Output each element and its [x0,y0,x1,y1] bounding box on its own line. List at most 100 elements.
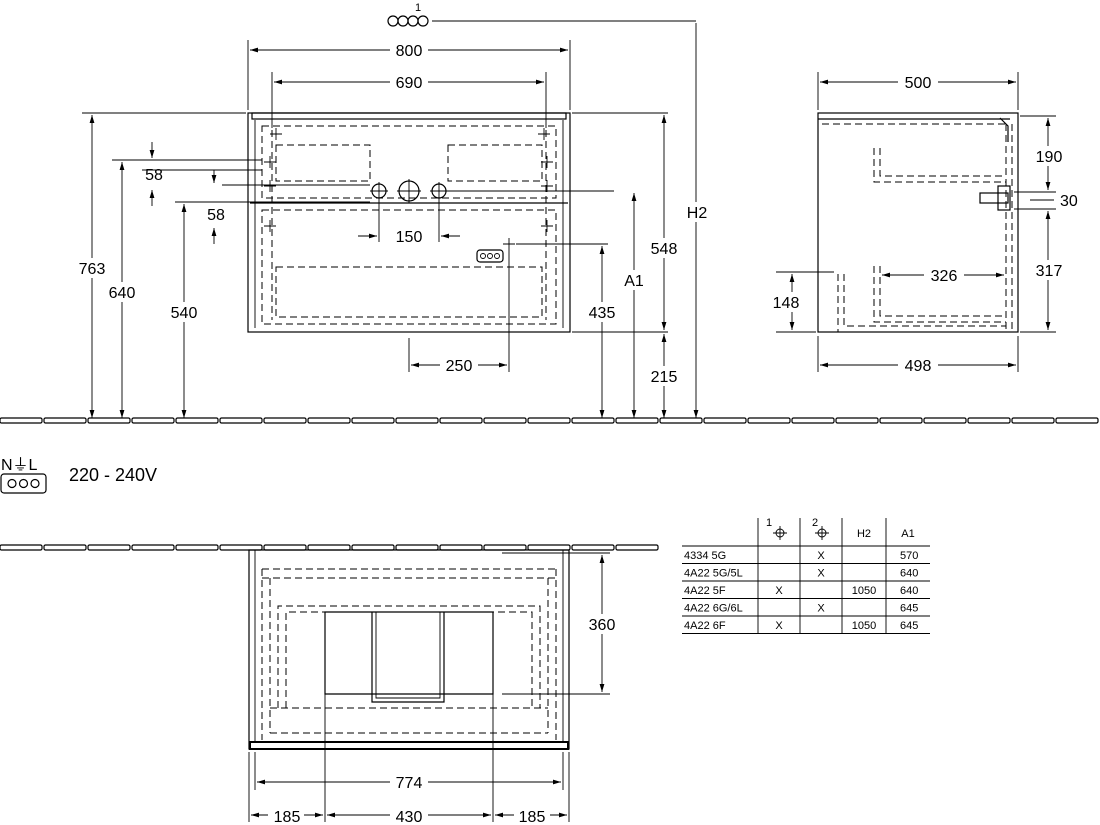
dim-185-left: 185 [274,809,301,825]
table-row: 4A22 5G/5L X 640 [682,568,930,582]
dim-498: 498 [905,358,932,375]
floor-segment [131,417,175,424]
side-cabinet-outline [817,112,1019,333]
floor-segment [791,417,835,424]
dim-250: 250 [446,358,473,375]
dim-30: 30 [1060,193,1078,210]
header-col-1: 1 [766,517,772,529]
floor-segment [703,417,747,424]
floor-segment [967,417,1011,424]
top-view: 360 774 185 430 185 [248,549,620,825]
top-basin-outline [324,611,494,703]
table-header: 1 2 H2 A1 [757,517,915,633]
floor-segment [879,417,923,424]
outlet-box [476,249,504,263]
front-cabinet-outline [247,112,571,333]
dim-435: 435 [589,305,616,322]
floor-segment [0,544,43,551]
dim-763: 763 [79,261,106,278]
table-cell-a1: 645 [900,620,918,632]
table-cell-a1: 640 [900,585,918,597]
floor-segment [923,417,967,424]
mounting-cross-marks [264,128,553,250]
dim-326: 326 [931,268,958,285]
nel-symbol-label: N⏚L [1,456,38,474]
socket-icon [0,473,47,494]
floor-segment [483,417,527,424]
dim-500: 500 [905,75,932,92]
dim-430: 430 [396,809,423,825]
table-cell-c2: X [817,568,825,580]
dim-a1: A1 [624,273,644,290]
valve-type-1-icon [773,526,787,540]
table-row: 4334 5G X 570 [682,550,930,564]
floor-segment [351,544,395,551]
floor-segment [0,417,43,424]
floor-segment [1011,417,1055,424]
front-top-panel [251,112,567,120]
table-cell-c2: X [817,603,825,615]
floor-segment [527,417,571,424]
floor-segment [307,417,351,424]
dim-360: 360 [589,617,616,634]
table-cell-code: 4A22 5F [684,585,726,597]
floor-segment [747,417,791,424]
header-a1: A1 [901,528,914,540]
valve-type-2-icon [815,526,829,540]
floor-segment [263,417,307,424]
dim-800: 800 [396,43,423,60]
floor-segment [307,544,351,551]
floor-segment [439,417,483,424]
floor-segment [395,544,439,551]
floor-segment [835,417,879,424]
dim-h2: H2 [687,205,708,222]
table-cell-a1: 570 [900,550,918,562]
table-cell-c2: X [817,550,825,562]
floor-segment [219,417,263,424]
side-pipe-stub [979,185,1011,211]
front-lower-drawer-dashed [261,209,557,325]
header-col-2: 2 [812,517,818,529]
floor-segment [43,417,87,424]
table-cell-a1: 640 [900,568,918,580]
floor-segment [87,417,131,424]
floor-segment [659,417,703,424]
dim-540: 540 [171,305,198,322]
floor-segment [527,544,571,551]
faucet-callout-icon [387,15,429,27]
floor-segment [219,544,263,551]
pipe-connections [370,179,448,203]
side-view: 500 498 190 30 317 326 148 [770,72,1078,375]
floor-segment [439,544,483,551]
table-cell-code: 4A22 5G/5L [684,568,743,580]
table-cell-code: 4334 5G [684,550,726,562]
voltage-label: 220 - 240V [69,465,157,485]
dim-317: 317 [1036,263,1063,280]
table-cell-c1: X [775,585,783,597]
floor-segment [351,417,395,424]
dim-148: 148 [773,295,800,312]
floor-segment [1055,417,1099,424]
dim-185-right: 185 [519,809,546,825]
floor-segment [263,544,307,551]
floor-segment [395,417,439,424]
table-cell-h2: 1050 [852,620,876,632]
dim-548: 548 [651,241,678,258]
dim-58-bottom: 58 [207,207,225,224]
dim-640: 640 [109,285,136,302]
electrical-connection: N⏚L 220 - 240V [0,456,157,494]
front-view: 800 690 763 640 540 58 58 150 250 435 A1… [76,2,710,418]
table-cell-a1: 645 [900,603,918,615]
dim-690: 690 [396,75,423,92]
floor-segment [131,544,175,551]
floor-line-bottom [0,544,659,551]
table-cell-c1: X [775,620,783,632]
floor-segment [175,417,219,424]
header-h2: H2 [857,528,871,540]
floor-segment [571,417,615,424]
